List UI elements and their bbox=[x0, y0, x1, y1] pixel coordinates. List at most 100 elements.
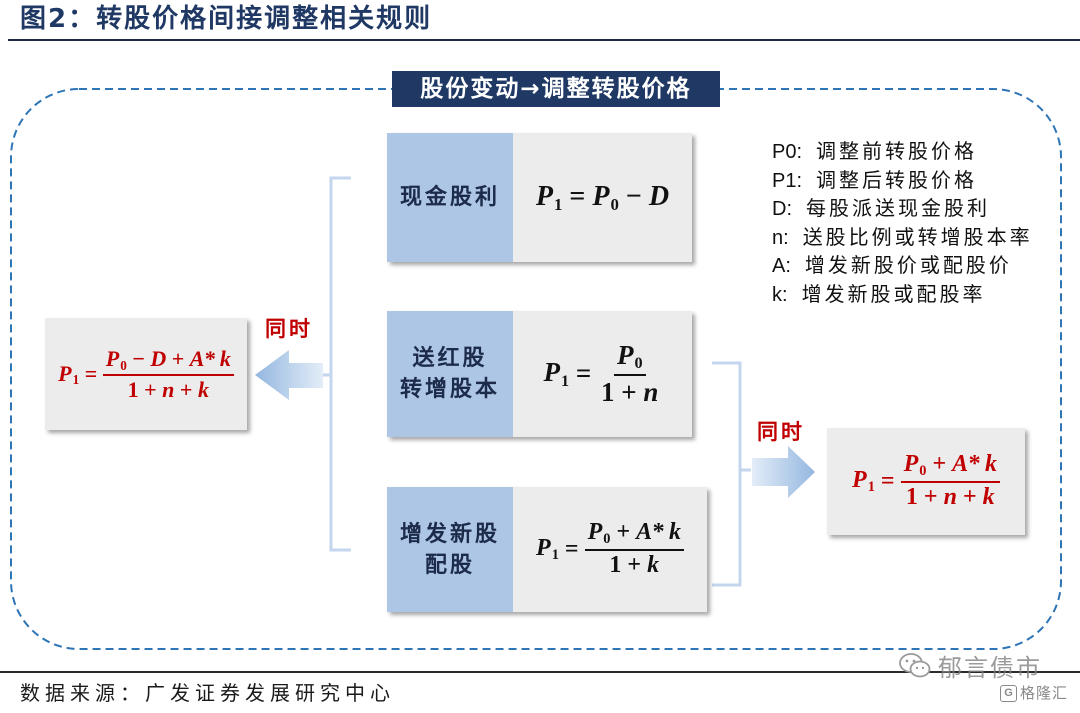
formula-symbol: n bbox=[943, 484, 957, 510]
fraction-denominator: 1+n bbox=[598, 376, 661, 408]
bottom-rule bbox=[0, 671, 1080, 673]
formula-new-issuance: P1 = P0+A*k 1+k bbox=[536, 519, 684, 579]
rule-row-bonus-shares: 送红股 转增股本 P1 = P0 1+n bbox=[387, 311, 692, 437]
result-box-left: P1 = P0−D+A*k 1+n+k bbox=[45, 318, 247, 430]
legend-symbol: A: bbox=[772, 255, 791, 277]
result-box-right: P1 = P0+A*k 1+n+k bbox=[827, 428, 1025, 535]
simultaneous-label-right: 同时 bbox=[757, 420, 805, 444]
formula-symbol: D bbox=[648, 180, 670, 212]
legend-symbol: n: bbox=[772, 226, 789, 249]
fraction-denominator: 1+n+k bbox=[125, 376, 212, 402]
watermark-account: 郁言债市 bbox=[938, 654, 1042, 682]
formula-symbol: k bbox=[219, 345, 231, 371]
formula-expression: P1=P0−D bbox=[536, 181, 669, 214]
formula-subscript: 0 bbox=[919, 463, 927, 480]
formula-operator: * bbox=[204, 345, 216, 371]
formula-operator: + bbox=[144, 376, 157, 402]
formula-fraction: P0 1+n bbox=[598, 340, 661, 408]
row-label: 现金股利 bbox=[387, 133, 513, 262]
logo-text: 格隆汇 bbox=[1020, 684, 1069, 702]
row-label-line: 转增股本 bbox=[399, 377, 500, 402]
fraction-denominator: 1+n+k bbox=[903, 483, 998, 512]
formula-operator: − bbox=[625, 180, 642, 212]
source-note: 数据来源：广发证券发展研究中心 bbox=[20, 681, 395, 705]
legend-item: P0:调整前转股价格 bbox=[772, 137, 1033, 166]
formula-equals: = bbox=[84, 361, 98, 387]
formula-symbol: k bbox=[982, 484, 995, 510]
formula-symbol: P bbox=[592, 180, 610, 212]
formula-box: P1 = P0 1+n bbox=[513, 311, 692, 437]
legend-item: k:增发新股或配股率 bbox=[772, 280, 1033, 309]
formula-number: 1 bbox=[601, 377, 615, 408]
formula-symbol: k bbox=[647, 552, 660, 578]
formula-subscript: 1 bbox=[561, 371, 570, 390]
legend-symbol: D: bbox=[772, 198, 792, 220]
legend-item: A: 增发新股价或配股价 bbox=[772, 251, 1033, 280]
formula-symbol: k bbox=[197, 376, 209, 402]
formula-subscript: 0 bbox=[603, 531, 611, 548]
formula-operator: + bbox=[923, 484, 938, 510]
logo-mark: G bbox=[1000, 684, 1017, 702]
formula-symbol: P bbox=[535, 180, 554, 212]
formula-symbol: k bbox=[668, 519, 681, 546]
formula-lhs: P1 bbox=[58, 361, 79, 388]
formula-subscript: 0 bbox=[610, 194, 619, 214]
formula-operator: + bbox=[171, 345, 185, 371]
right-arrow bbox=[752, 446, 815, 498]
formula-lhs: P1 bbox=[544, 357, 570, 390]
wechat-icon bbox=[899, 652, 931, 677]
formula-symbol: P bbox=[543, 357, 561, 388]
formula-operator: * bbox=[652, 519, 665, 546]
legend-description: 增发新股价或配股价 bbox=[804, 253, 1012, 277]
fraction-numerator: P0 bbox=[613, 340, 646, 377]
right-bracket bbox=[712, 361, 751, 587]
formula-symbol: A bbox=[189, 345, 205, 371]
formula-symbol: k bbox=[984, 451, 997, 478]
legend-description: 调整前转股价格 bbox=[816, 139, 978, 163]
formula-number: 1 bbox=[609, 552, 622, 578]
fraction-denominator: 1+k bbox=[606, 551, 662, 580]
formula-fraction: P0−D+A*k 1+n+k bbox=[102, 345, 234, 402]
formula-combined-left: P1 = P0−D+A*k 1+n+k bbox=[58, 346, 234, 402]
left-bracket bbox=[320, 176, 351, 552]
formula-symbol: A bbox=[636, 519, 653, 546]
formula-subscript: 0 bbox=[634, 354, 643, 373]
watermark-logo: G 格隆汇 bbox=[1000, 684, 1068, 702]
formula-fraction: P0+A*k 1+k bbox=[584, 519, 684, 580]
rule-row-cash-dividend: 现金股利 P1=P0−D bbox=[387, 133, 692, 262]
row-label-line: 增发新股 bbox=[399, 521, 500, 547]
formula-symbol: P bbox=[852, 467, 867, 494]
formula-operator: + bbox=[616, 519, 631, 546]
legend-symbol: k: bbox=[772, 283, 788, 306]
formula-equals: = bbox=[569, 180, 586, 212]
rule-row-new-issuance: 增发新股 配股 P1 = P0+A*k 1+k bbox=[387, 487, 707, 612]
formula-symbol: P bbox=[536, 535, 551, 562]
formula-subscript: 1 bbox=[72, 372, 80, 388]
formula-subscript: 0 bbox=[120, 357, 127, 373]
fraction-numerator: P0+A*k bbox=[900, 451, 1000, 483]
legend-description: 送股比例或转增股本率 bbox=[802, 224, 1033, 249]
formula-bonus-shares: P1 = P0 1+n bbox=[544, 340, 662, 408]
formula-subscript: 1 bbox=[551, 547, 559, 564]
legend-symbol: P1: bbox=[772, 169, 803, 192]
legend-item: D: 每股派送现金股利 bbox=[772, 194, 1033, 223]
formula-symbol: D bbox=[150, 345, 167, 371]
formula-symbol: n bbox=[162, 376, 175, 402]
simultaneous-label-left: 同时 bbox=[265, 317, 313, 341]
formula-subscript: 1 bbox=[554, 194, 563, 214]
row-label: 送红股 转增股本 bbox=[387, 311, 513, 437]
formula-box: P1 = P0+A*k 1+k bbox=[513, 487, 707, 612]
formula-symbol: P bbox=[587, 519, 603, 546]
row-label-line: 配股 bbox=[424, 552, 475, 578]
formula-symbol: n bbox=[643, 377, 659, 408]
fraction-numerator: P0 +A*k bbox=[584, 519, 684, 551]
formula-number: 1 bbox=[127, 376, 139, 402]
formula-lhs: P1 bbox=[536, 535, 559, 564]
row-label-line: 送红股 bbox=[412, 346, 488, 371]
row-label: 增发新股 配股 bbox=[387, 487, 513, 612]
left-arrow bbox=[255, 350, 323, 400]
formula-equals: = bbox=[575, 358, 592, 389]
formula-cash-dividend: P1=P0−D bbox=[536, 181, 669, 214]
legend-description: 每股派送现金股利 bbox=[806, 196, 990, 220]
legend: P0:调整前转股价格 P1:调整后转股价格 D:每股派送现金股利 n:送股比例或… bbox=[772, 137, 1033, 308]
